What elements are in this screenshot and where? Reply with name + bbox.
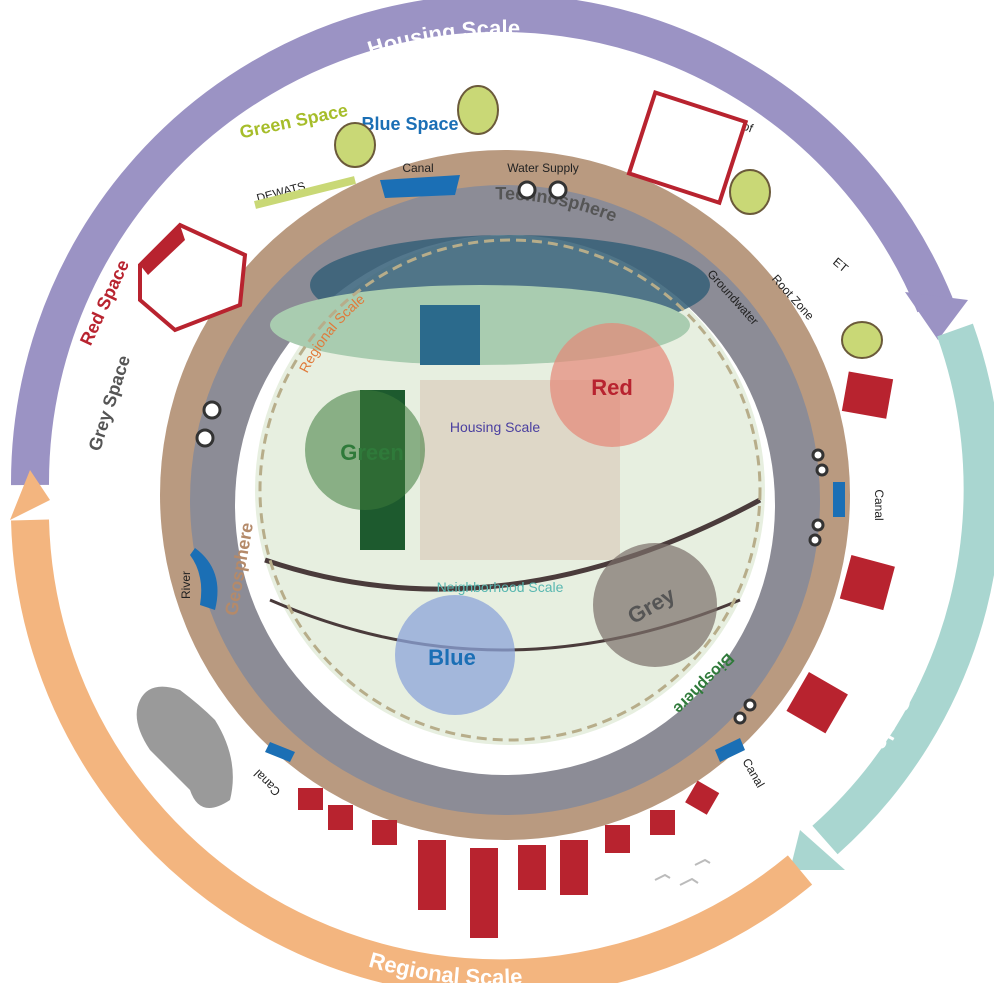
inner-housing-scale-label: Housing Scale (450, 419, 540, 435)
neighborhood-scale-arrow (812, 323, 994, 855)
regional-arrow-head (10, 470, 50, 520)
house-left (138, 222, 248, 333)
cloud-icon (136, 686, 233, 808)
canal-lower-right (715, 738, 745, 762)
canal-lower-right-label: Canal (740, 756, 768, 790)
river-left (190, 548, 218, 610)
grass-icon (254, 176, 356, 209)
canal-top (380, 175, 460, 198)
grey-zone (593, 543, 717, 667)
house-right (626, 90, 749, 206)
red-buildings (298, 371, 895, 938)
canal-right-label: Canal (872, 489, 886, 520)
blue-zone-label: Blue (428, 645, 476, 670)
et-label: ET (830, 255, 851, 276)
map-boundary-dashed (258, 238, 762, 742)
birds-icon (654, 858, 711, 886)
water-supply-label: Water Supply (507, 161, 579, 175)
green-zone-label: Green (340, 440, 404, 465)
canal-lower-left (265, 742, 295, 762)
regional-scale-arrow (11, 519, 813, 983)
grey-space-label: Grey Space (84, 353, 134, 453)
green-zone (305, 390, 425, 510)
housing-scale-arrow (10, 0, 953, 486)
water-pipes (195, 180, 829, 725)
map-block-blue (420, 305, 480, 365)
red-zone-label: Red (591, 375, 633, 400)
neighborhood-arrow-head (790, 830, 845, 870)
blue-space-label: Blue Space (361, 114, 458, 134)
red-zone (550, 323, 674, 447)
canal-top-label: Canal (402, 161, 433, 175)
housing-arrow-head (905, 292, 968, 340)
inner-neighborhood-scale-label: Neighborhood Scale (437, 579, 564, 595)
river-label: River (179, 571, 193, 599)
canal-right (833, 482, 845, 517)
blue-zone (395, 595, 515, 715)
canal-lower-left-label: Canal (251, 767, 283, 799)
map-railway (264, 497, 762, 592)
green-space-label: Green Space (238, 100, 350, 142)
tree-icon (334, 85, 883, 359)
